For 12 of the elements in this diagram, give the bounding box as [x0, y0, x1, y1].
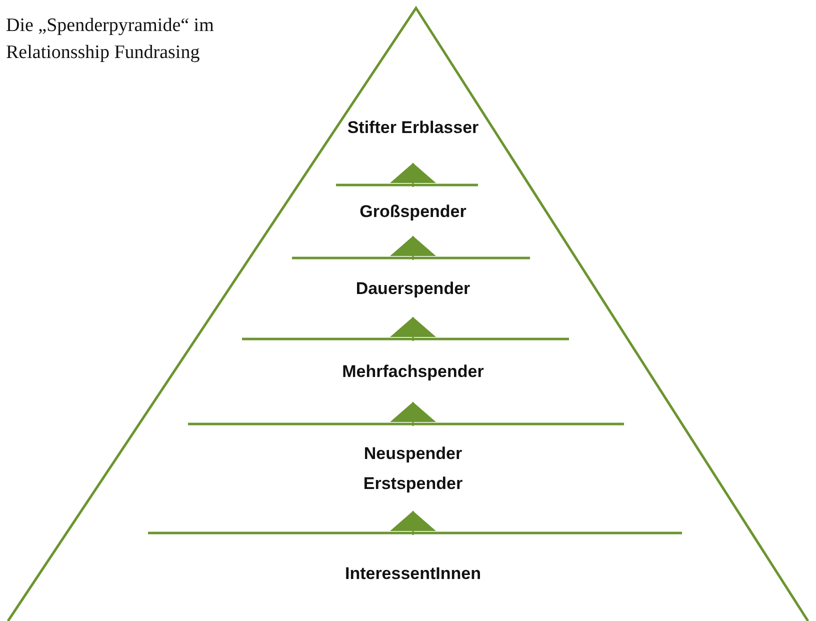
level-label: InteressentInnen: [293, 535, 533, 612]
arrow: [390, 236, 436, 260]
level-label: Großspender: [293, 187, 533, 236]
arrow: [390, 317, 436, 341]
arrow: [390, 402, 436, 426]
arrow: [390, 163, 436, 187]
level-label: Mehrfachspender: [293, 341, 533, 402]
title: Die „Spenderpyramide“ im Relationsship Fundrasing: [6, 14, 215, 65]
level-label: Neuspender Erstspender: [293, 426, 533, 511]
level-label: Stifter Erblasser: [293, 92, 533, 163]
arrow: [390, 511, 436, 535]
level-label: Dauerspender: [293, 260, 533, 317]
